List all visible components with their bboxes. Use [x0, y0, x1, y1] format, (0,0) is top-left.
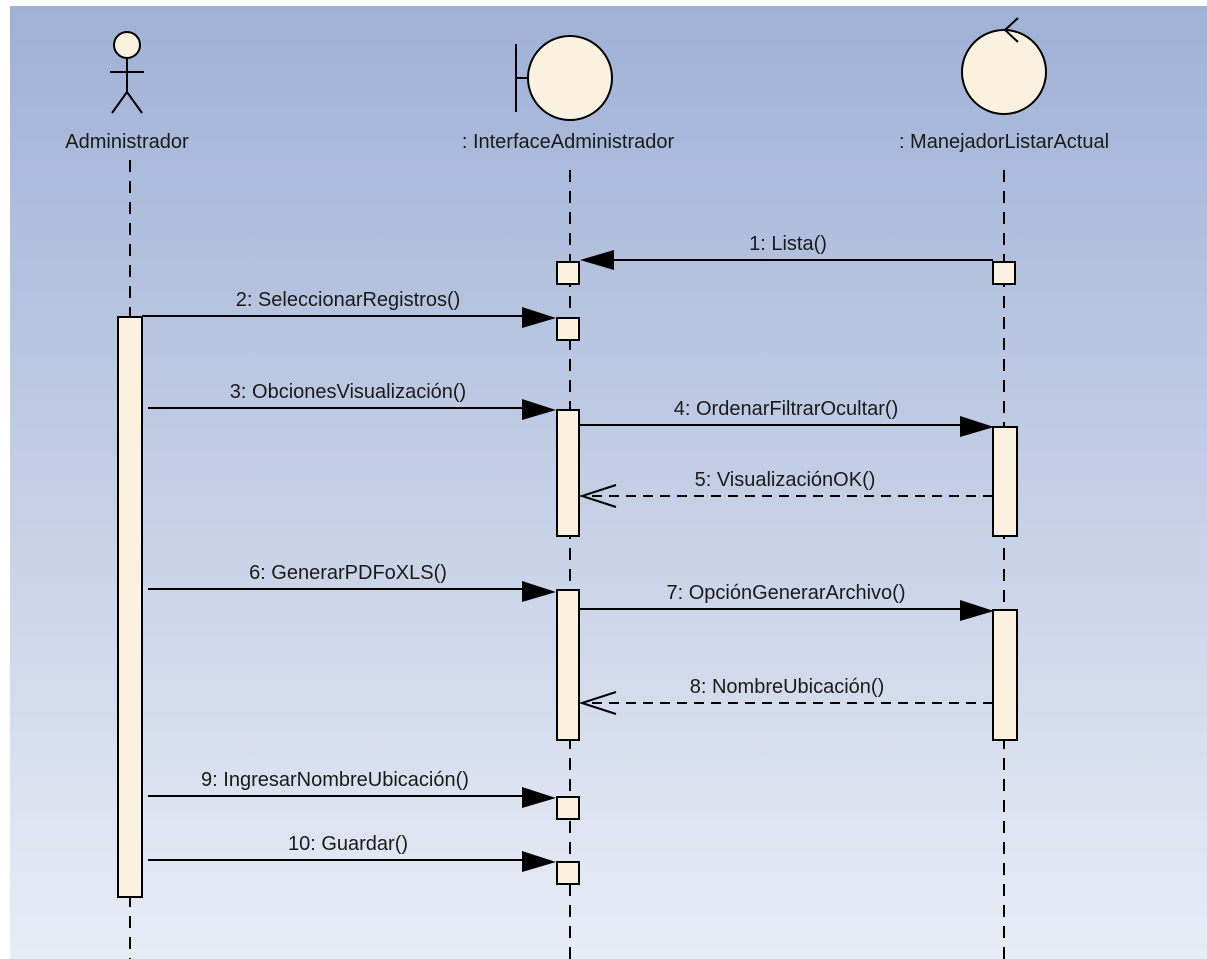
actor-icon	[110, 31, 144, 114]
message-label-7: 7: OpciónGenerarArchivo()	[667, 582, 906, 604]
activation-ctrl-msg1	[992, 261, 1016, 285]
message-2: 2: SeleccionarRegistros()	[142, 289, 556, 328]
participant-label-administrador: Administrador	[65, 131, 189, 153]
message-5: 5: VisualizaciónOK()	[578, 469, 993, 508]
message-label-2: 2: SeleccionarRegistros()	[236, 289, 461, 311]
message-label-1: 1: Lista()	[749, 233, 827, 255]
message-7: 7: OpciónGenerarArchivo()	[580, 582, 994, 621]
message-label-3: 3: ObcionesVisualización()	[230, 381, 466, 403]
activation-iface-msg2	[556, 317, 580, 341]
activation-iface-msg6	[556, 589, 580, 741]
message-label-8: 8: NombreUbicación()	[690, 676, 885, 698]
message-label-9: 9: IngresarNombreUbicación()	[201, 769, 469, 791]
activation-ctrl-msg4	[992, 426, 1018, 537]
message-label-4: 4: OrdenarFiltrarOcultar()	[674, 398, 899, 420]
participant-label-interface-administrador: : InterfaceAdministrador	[462, 131, 675, 153]
message-label-5: 5: VisualizaciónOK()	[695, 469, 876, 491]
message-10: 10: Guardar()	[148, 833, 556, 872]
activation-administrador	[117, 316, 143, 898]
message-label-6: 6: GenerarPDFoXLS()	[249, 562, 447, 584]
control-icon	[961, 17, 1047, 115]
message-8: 8: NombreUbicación()	[578, 676, 993, 715]
message-1: 1: Lista()	[580, 233, 993, 270]
participant-label-manejador-listar-actual: : ManejadorListarActual	[899, 131, 1109, 153]
message-3: 3: ObcionesVisualización()	[148, 381, 556, 420]
message-6: 6: GenerarPDFoXLS()	[148, 562, 556, 602]
boundary-icon	[515, 35, 613, 121]
message-4: 4: OrdenarFiltrarOcultar()	[580, 398, 994, 437]
activation-iface-msg10	[556, 861, 580, 885]
activation-iface-msg9	[556, 796, 580, 820]
activation-iface-msg3	[556, 409, 580, 537]
message-label-10: 10: Guardar()	[288, 833, 408, 855]
activation-iface-msg1	[556, 261, 580, 285]
activation-ctrl-msg7	[992, 609, 1018, 741]
message-9: 9: IngresarNombreUbicación()	[148, 769, 556, 808]
